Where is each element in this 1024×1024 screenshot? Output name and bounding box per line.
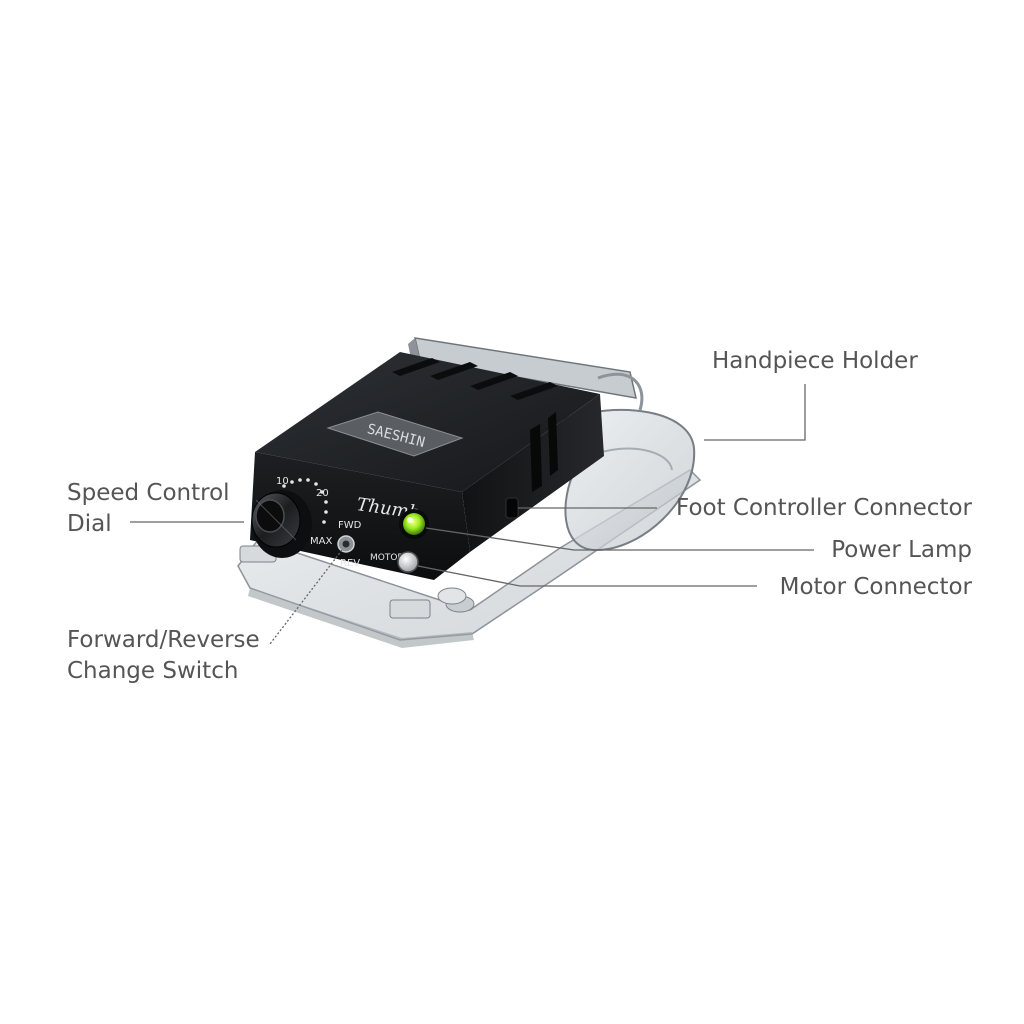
speed-control-dial[interactable]: 10 20 MAX I (251, 476, 332, 558)
leader-handpiece-holder (704, 384, 806, 441)
leader-lines (130, 384, 814, 645)
label-speed-control-dial: Speed Control Dial (67, 480, 230, 537)
switch-label-rev: REV (340, 558, 360, 569)
label-motor-connector: Motor Connector (779, 574, 972, 600)
label-foot-controller-connector: Foot Controller Connector (676, 495, 972, 521)
fwd-rev-switch[interactable]: FWD REV (337, 520, 362, 569)
dial-label-20: 20 (316, 488, 329, 499)
label-power-lamp: Power Lamp (831, 537, 972, 563)
leader-motor-connector (417, 565, 757, 587)
dial-label-10: 10 (276, 476, 289, 487)
dial-tick-marks (282, 478, 328, 524)
controller-housing: SAESHIN (250, 352, 604, 580)
power-lamp (399, 509, 429, 539)
dial-label-max: MAX (310, 536, 332, 547)
label-handpiece-holder: Handpiece Holder (712, 348, 918, 374)
leader-power-lamp (425, 527, 814, 551)
acrylic-base (237, 469, 702, 648)
motor-label: MOTOR (370, 553, 404, 563)
label-fwd-rev-switch: Forward/Reverse Change Switch (67, 627, 260, 684)
switch-label-fwd: FWD (338, 520, 362, 531)
motor-connector[interactable]: MOTOR (370, 551, 419, 573)
